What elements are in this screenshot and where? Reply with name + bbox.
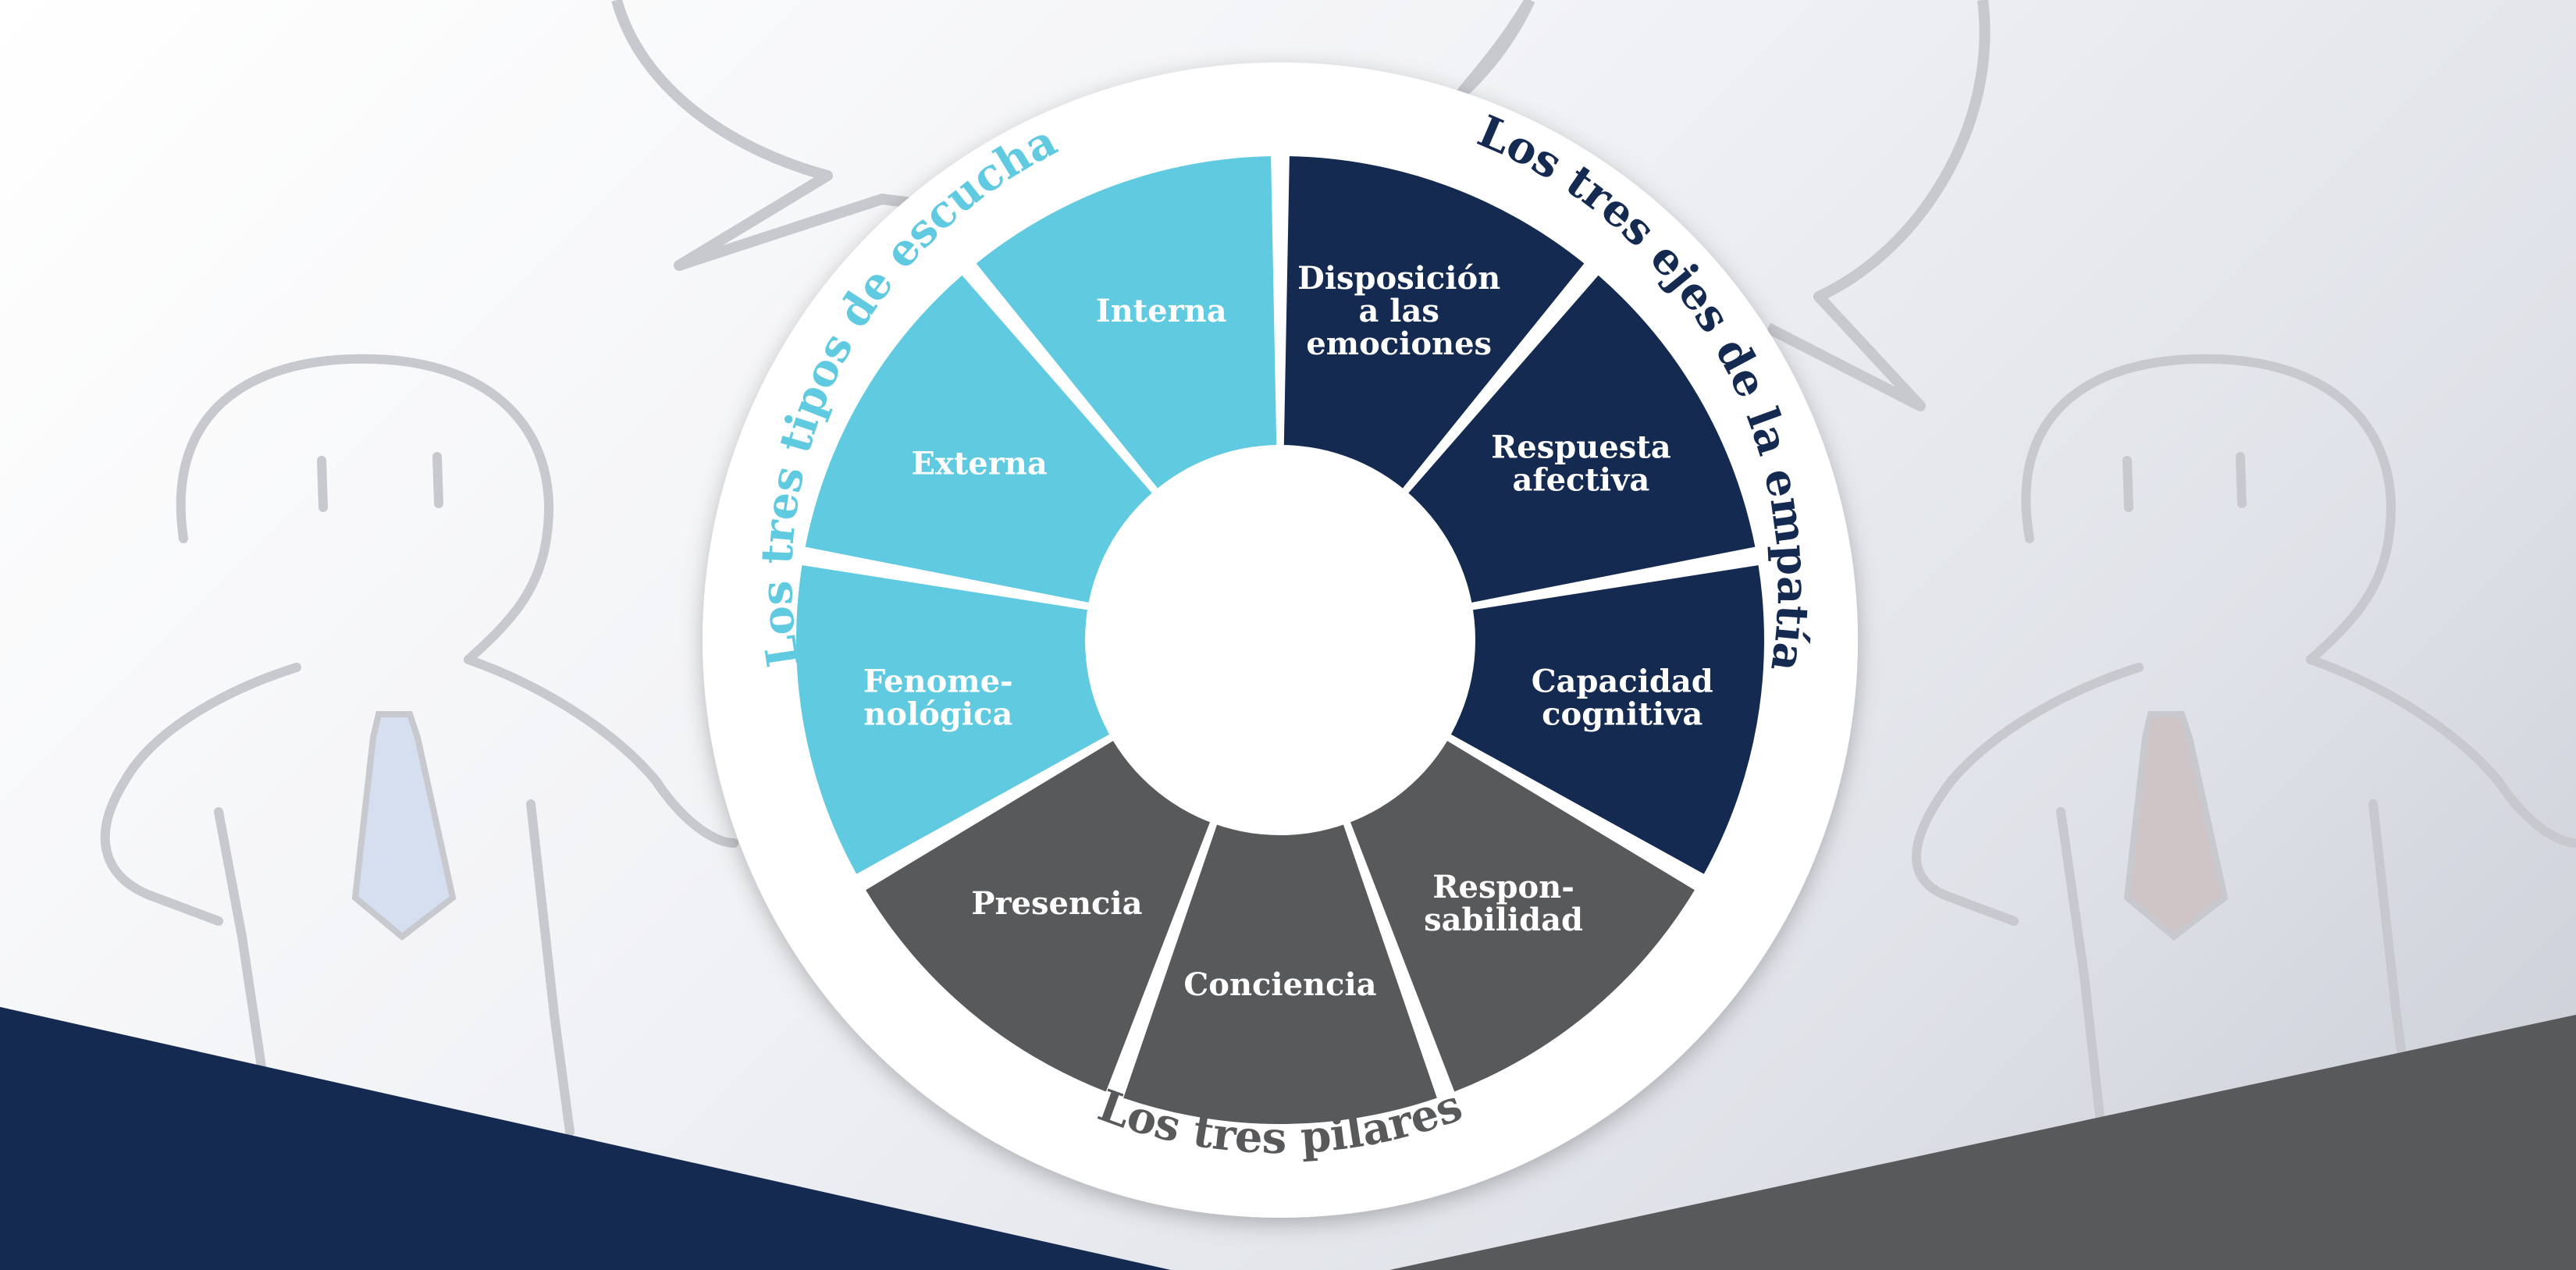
- segment-presencia: [866, 720, 1224, 1092]
- segment-conciencia: [1123, 788, 1437, 1124]
- segment-fenomenologica: [795, 565, 1144, 874]
- segment-responsabilidad: [1336, 720, 1695, 1092]
- segment-respuesta-afectiva: [1382, 275, 1756, 610]
- segment-label-interna: Interna: [1096, 293, 1227, 329]
- segment-capacidad-cognitiva: [1417, 565, 1765, 874]
- bottom-band-right: [1389, 1015, 2576, 1270]
- segment-disposicion: [1283, 156, 1585, 519]
- wheel-segments: [795, 156, 1765, 1124]
- segment-label-fenomenologica: Fenome-nológica: [863, 663, 1013, 732]
- wheel-center: [1085, 445, 1475, 835]
- segment-label-externa: Externa: [911, 446, 1047, 482]
- segment-externa: [805, 275, 1178, 610]
- segment-label-responsabilidad: Respon-sabilidad: [1424, 869, 1583, 938]
- segment-interna: [976, 156, 1278, 519]
- segment-label-conciencia: Conciencia: [1183, 966, 1376, 1003]
- person-left-figure: [100, 354, 738, 1137]
- tie-right: [2123, 711, 2229, 941]
- wheel-segment-labels: InternaExternaFenome-nológicaPresenciaCo…: [863, 260, 1713, 1003]
- bottom-band-left: [0, 1007, 1171, 1270]
- segment-label-presencia: Presencia: [971, 885, 1142, 922]
- person-right-figure: [1912, 354, 2576, 1137]
- tie-left: [351, 711, 457, 941]
